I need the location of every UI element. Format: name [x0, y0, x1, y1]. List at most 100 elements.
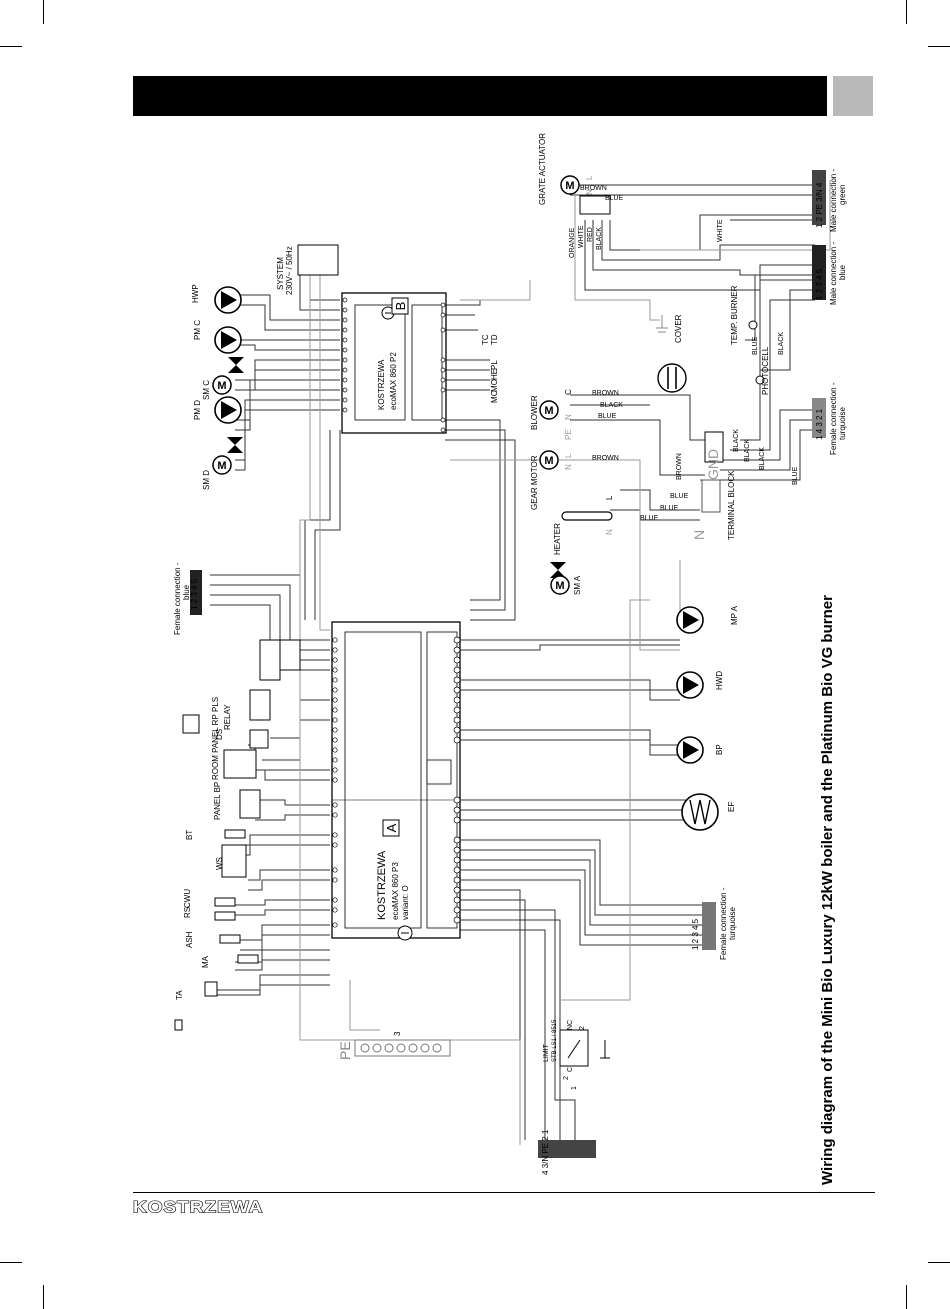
- wire-label-blue-3: BLUE: [670, 493, 689, 500]
- servo-sm-d: [212, 437, 243, 475]
- svg-text:2: 2: [579, 1026, 586, 1030]
- gear-motor-icon: [539, 450, 559, 470]
- photocell-icon: [755, 375, 765, 385]
- gnd-block: [704, 431, 724, 463]
- pump-hwp: [214, 286, 242, 314]
- label-photocell: PHOTOCELL: [761, 346, 770, 395]
- label-n: N: [691, 530, 707, 540]
- heater-element: [561, 511, 613, 521]
- svg-text:1 2 3 4 5: 1 2 3 4 5: [815, 268, 824, 300]
- connector-male-blue: 1 2 3 4 5 Male connection - blue: [812, 242, 847, 305]
- label-pm-c: PM C: [193, 320, 202, 340]
- svg-text:1 2 PE 3/N 4: 1 2 PE 3/N 4: [815, 182, 824, 228]
- svg-text:1 2 3 4 5: 1 2 3 4 5: [691, 918, 700, 950]
- crop-mark: [928, 46, 950, 47]
- connector-female-turquoise: 1 2 3 4 5 Female connection - turquoise: [691, 887, 737, 960]
- ground-icon: [656, 315, 668, 333]
- system-supply: SYSTEM 230V~ / 50Hz: [276, 244, 339, 295]
- exhaust-fan-ef: [681, 793, 719, 831]
- pump-mp-a: [676, 606, 704, 634]
- svg-text:1 2 3 4 5: 1 2 3 4 5: [190, 578, 199, 610]
- label-terminal-block: TERMINAL BLOCK: [727, 470, 736, 540]
- connector-female-turquoise-burner: 1 4 3 2 1 Female connection - turquoise: [812, 382, 847, 455]
- label-sm-a: SM A: [573, 575, 582, 595]
- svg-text:Female connection -: Female connection -: [829, 382, 838, 455]
- svg-text:Male connection -: Male connection -: [829, 169, 838, 232]
- label-bp: BP: [715, 744, 724, 755]
- svg-text:2: 2: [563, 1076, 570, 1080]
- label-td: TD: [490, 334, 499, 345]
- controller-a-model: ecoMAX 860 P3: [391, 862, 400, 920]
- grate-terminals: [579, 195, 611, 215]
- label-mc: MC: [490, 390, 499, 403]
- footer-rule: [133, 1192, 875, 1193]
- label-blower: BLOWER: [530, 395, 539, 430]
- brand-logo: KOSTRZEWA: [132, 1198, 264, 1217]
- label-ef: EF: [727, 802, 736, 812]
- wire-label-brown-4: BROWN: [676, 453, 683, 480]
- wires-light: [299, 180, 831, 1145]
- label-mp-a: MP A: [730, 605, 739, 625]
- wire-color-labels: BROWN BLUE ORANGE WHITE RED BLACK WHITE …: [569, 185, 799, 522]
- label-ta: TA: [175, 990, 184, 1000]
- header-tab: [833, 76, 873, 116]
- label-pls: PLS: [211, 697, 220, 712]
- wire-label-blue: BLUE: [605, 195, 624, 202]
- svg-text:blue: blue: [182, 584, 191, 600]
- svg-text:4 3/N PE 2 1: 4 3/N PE 2 1: [541, 1129, 550, 1175]
- pe-label: PE: [337, 1041, 353, 1060]
- pin-letters: N L PE N C N L L N: [564, 175, 614, 535]
- wire-label-black-5: BLACK: [759, 447, 766, 470]
- label-rs: RS: [183, 907, 192, 918]
- wire-label-black-2: BLACK: [600, 402, 623, 409]
- svg-text:turquoise: turquoise: [728, 907, 737, 940]
- svg-text:N: N: [564, 414, 573, 420]
- controller-a-variant: variant: O: [401, 885, 410, 920]
- svg-text:N: N: [564, 464, 573, 470]
- controller-a-brand: KOSTRZEWA: [376, 850, 388, 920]
- page-title: Wiring diagram of the Mini Bio Luxury 12…: [819, 595, 836, 1185]
- label-mo: MO: [490, 379, 499, 392]
- pump-pm-c: [214, 326, 242, 354]
- svg-text:1 4 3 2 1: 1 4 3 2 1: [815, 408, 824, 440]
- controller-b-badge: B: [393, 302, 408, 311]
- crop-mark: [928, 1262, 950, 1263]
- wire-label-white: WHITE: [578, 225, 585, 248]
- label-pm-d: PM D: [193, 400, 202, 420]
- svg-text:STB LS1 / 8515: STB LS1 / 8515: [552, 1019, 558, 1062]
- limit-switch: LIMIT STB LS1 / 8515 NC 2 C 2 1: [543, 1019, 610, 1090]
- wire-label-black-4: BLACK: [744, 439, 751, 462]
- label-sm-d: SM D: [202, 470, 211, 490]
- crop-mark: [0, 1262, 22, 1263]
- pe-number: 3: [393, 1031, 402, 1036]
- label-heater: HEATER: [553, 523, 562, 555]
- sensor-group: [174, 639, 301, 1031]
- label-hwd: HWD: [715, 671, 724, 690]
- label-ds: DS: [215, 729, 224, 740]
- label-pl: PL: [490, 360, 499, 370]
- svg-text:Male connection -: Male connection -: [829, 242, 838, 305]
- controller-a-badge: A: [384, 823, 399, 832]
- label-ma: MA: [201, 955, 210, 968]
- label-gnd: GND: [705, 449, 721, 480]
- svg-text:Female connection -: Female connection -: [173, 562, 182, 635]
- label-cover: COVER: [674, 314, 683, 343]
- wire-label-black: BLACK: [596, 227, 603, 250]
- wire-label-blue-6: BLUE: [752, 336, 759, 355]
- label-panel-bp: PANEL BP: [213, 782, 222, 820]
- terminal-block: [701, 479, 721, 513]
- svg-text:1: 1: [571, 1086, 578, 1090]
- wire-label-brown: BROWN: [580, 185, 607, 192]
- label-temp-burner: TEMP. BURNER: [730, 285, 739, 345]
- svg-text:C: C: [564, 389, 573, 395]
- label-room-panel-rp: ROOM PANEL RP: [211, 714, 220, 780]
- crop-mark: [0, 46, 22, 47]
- label-tc: TC: [481, 334, 490, 345]
- svg-text:PE: PE: [564, 429, 573, 440]
- svg-text:blue: blue: [838, 264, 847, 280]
- controller-b-brand: KOSTRZEWA: [377, 359, 386, 410]
- wire-label-blue-4: BLUE: [660, 505, 679, 512]
- wire-label-blue-2: BLUE: [598, 413, 617, 420]
- grate-actuator-motor-icon: [560, 175, 580, 195]
- label-ws: WS: [215, 857, 224, 870]
